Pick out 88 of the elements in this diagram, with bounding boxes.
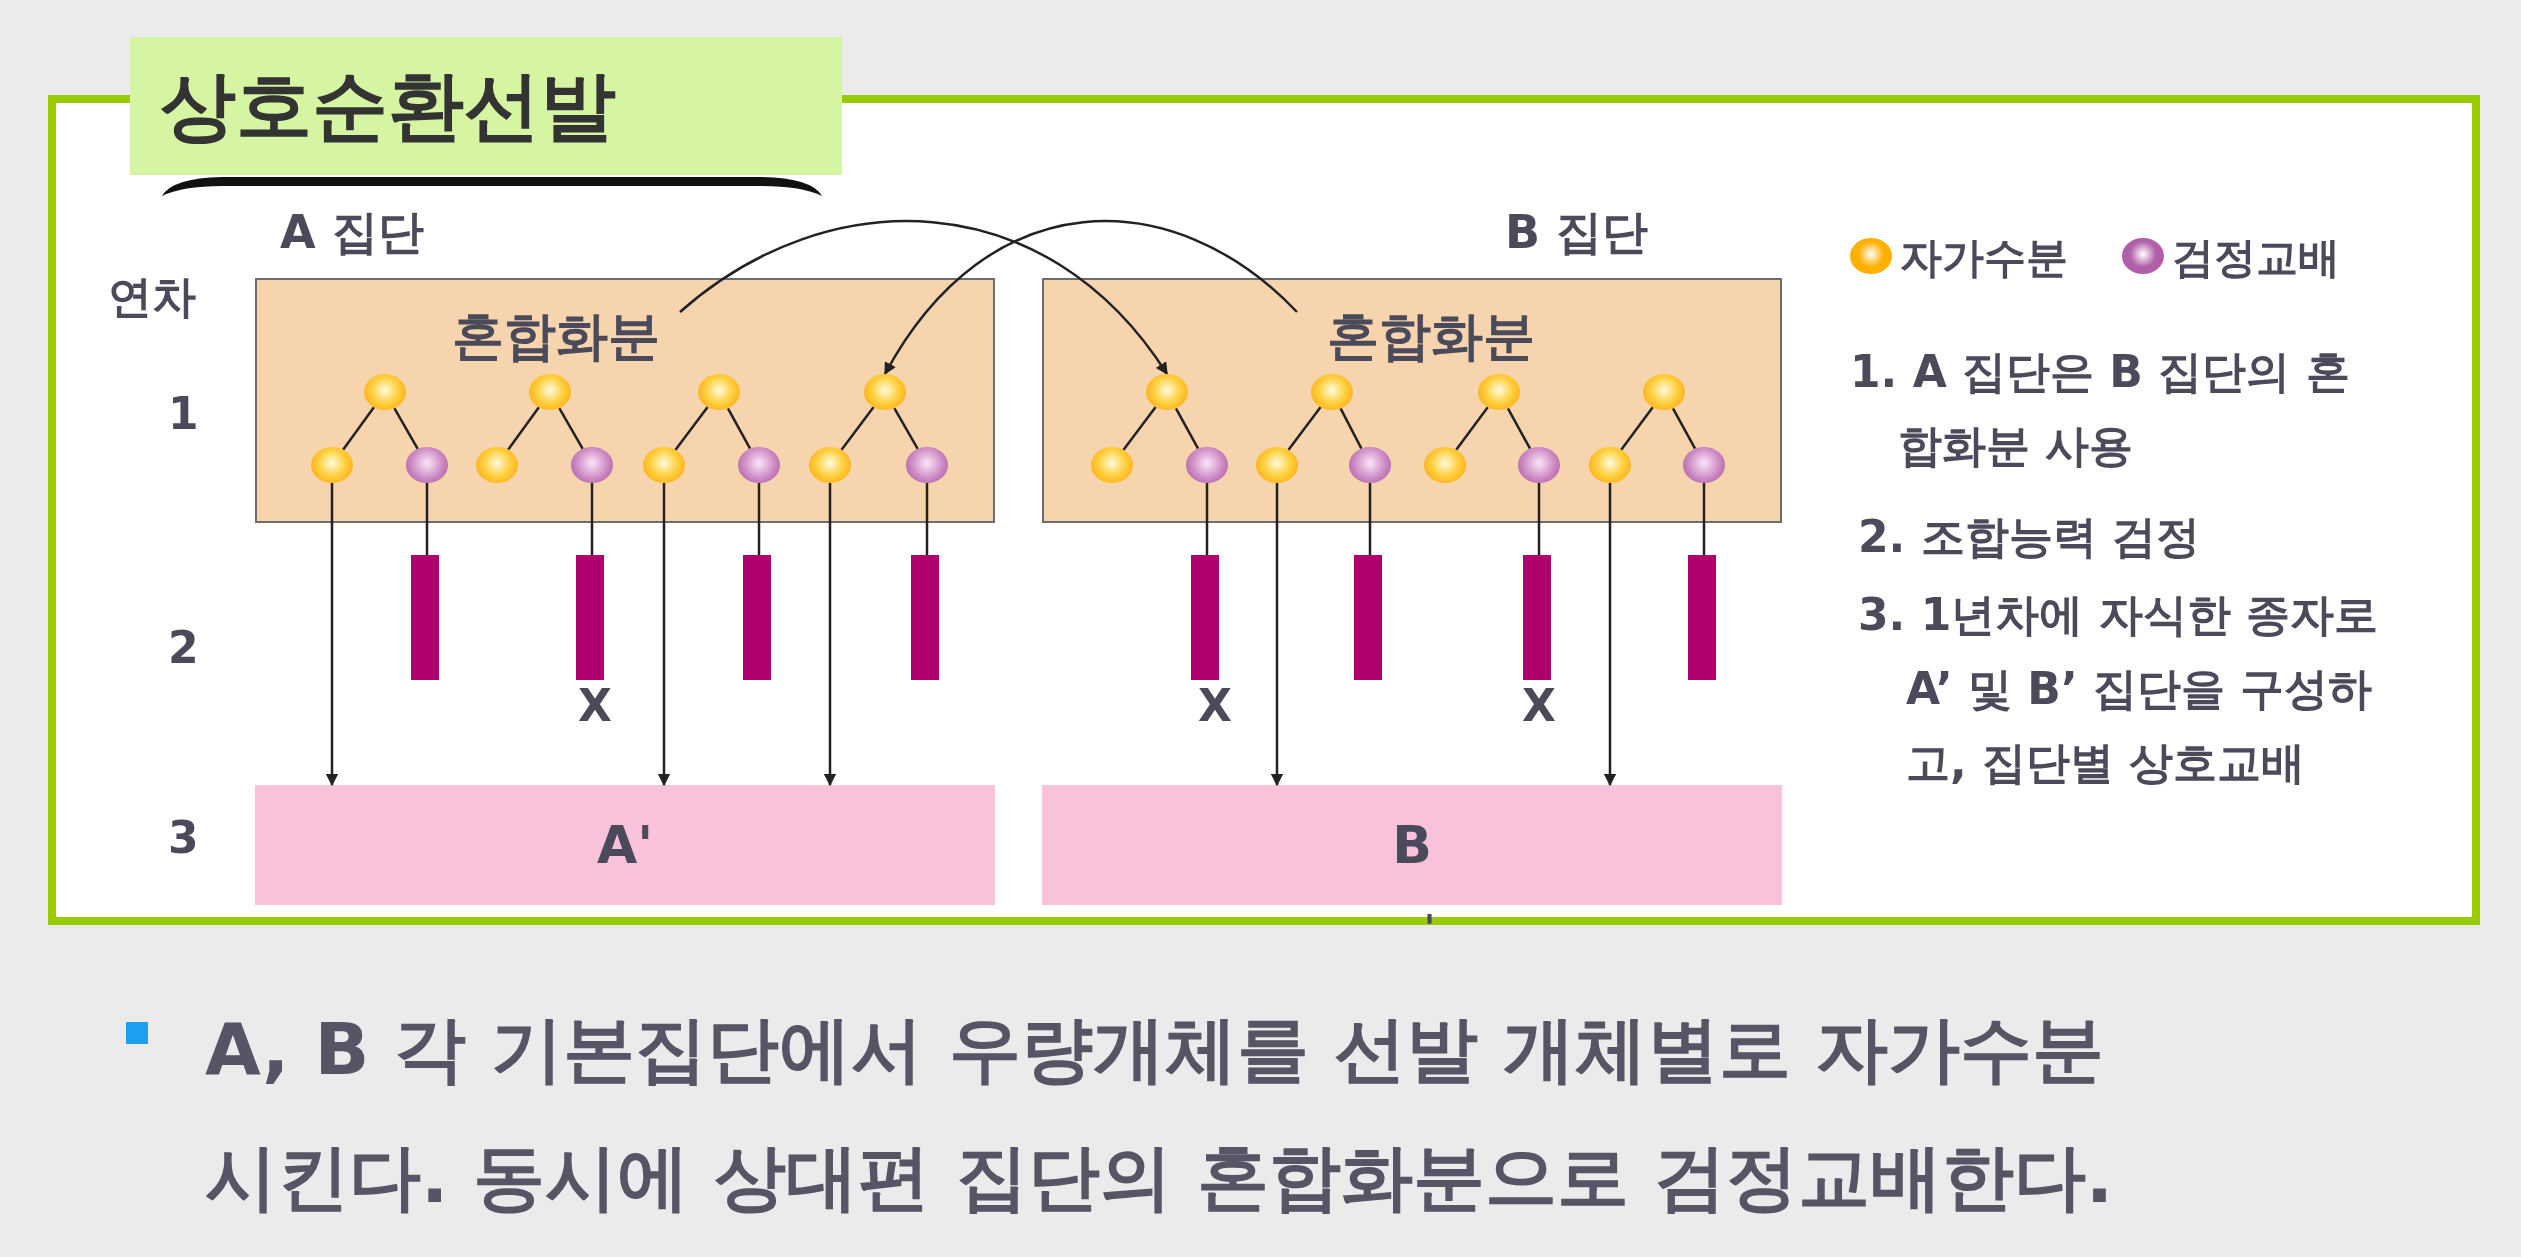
arrow <box>883 220 1298 376</box>
legend-label: 검정교배 <box>2172 232 2340 284</box>
selfed-plant-circle <box>311 447 353 483</box>
selfed-plant-circle <box>476 447 518 483</box>
arrow <box>657 483 671 787</box>
population-box <box>1042 278 1782 523</box>
progeny-bar <box>1354 555 1382 680</box>
note-text: 2. 조합능력 검정 <box>1858 510 2201 564</box>
selfed-plant-circle <box>1424 447 1466 483</box>
selfed-plant-circle <box>698 374 740 410</box>
group-label: ' <box>1424 906 1436 950</box>
connector-line <box>1455 406 1489 451</box>
note-text: 3. 1년차에 자식한 종자로 A’ 및 B’ 집단을 구성하고, 집단별 상호교배 <box>1858 588 2379 790</box>
new-population-box <box>255 785 995 905</box>
connector-line <box>1205 483 1209 555</box>
connector-line <box>1702 483 1706 555</box>
group-label: B 집단 <box>1505 205 1649 261</box>
selfed-plant-circle <box>643 447 685 483</box>
testcross-plant-circle <box>738 447 780 483</box>
connector-line <box>393 407 419 450</box>
testcross-plant-circle <box>1186 447 1228 483</box>
connector-line <box>342 406 375 451</box>
connector-line <box>558 407 584 450</box>
testcross-plant-circle <box>571 447 613 483</box>
testcross-plant-circle <box>1683 447 1725 483</box>
selfed-plant-circle <box>1589 447 1631 483</box>
connector-line <box>425 483 429 555</box>
new-population-box <box>1042 785 1782 905</box>
progeny-bar <box>911 555 939 680</box>
connector-line <box>757 483 761 555</box>
box-label: A' <box>595 814 655 877</box>
selfed-plant-circle <box>1091 447 1133 483</box>
arrow <box>1603 483 1617 787</box>
caption-text: A, B 각 기본집단에서 우량개체를 선발 개체별로 자가수분 시킨다. 동시에 상대편 집단의 혼합화분으로 검정교배한다. <box>205 1006 2115 1221</box>
connector-line <box>893 407 919 450</box>
arrow <box>679 220 1168 375</box>
group-label: A 집단 <box>280 205 424 261</box>
progeny-bar <box>1688 555 1716 680</box>
row-number: 3 <box>168 812 199 863</box>
arrow <box>823 483 837 787</box>
box-label: 혼합화분 <box>1327 305 1535 368</box>
selfed-plant-circle <box>1146 374 1188 410</box>
testcross-plant-circle <box>1518 447 1560 483</box>
connector-line <box>1537 483 1541 555</box>
title-text: 상호순환선발 <box>160 61 616 150</box>
connector-line <box>1368 483 1372 555</box>
note-text: 1. A 집단은 B 집단의 혼합화분 사용 <box>1850 345 2351 473</box>
arrow <box>1270 483 1284 787</box>
connector-line <box>925 483 929 555</box>
connector-line <box>1287 406 1322 451</box>
selfed-plant-circle <box>1311 374 1353 410</box>
row-number: 1 <box>168 388 199 439</box>
connector-line <box>1506 407 1532 450</box>
connector-line <box>1122 406 1157 451</box>
row-number: 2 <box>168 622 199 673</box>
testcross-plant-circle <box>1349 447 1391 483</box>
box-label: 혼합화분 <box>452 305 660 368</box>
progeny-bar <box>576 555 604 680</box>
connector-line <box>1174 407 1200 450</box>
cross-mark: X <box>1198 680 1232 731</box>
selfed-plant-circle <box>1478 374 1520 410</box>
selfed-plant-circle <box>864 374 906 410</box>
connector-line <box>674 406 709 451</box>
cross-mark: X <box>1522 680 1556 731</box>
selfed-plant-circle <box>529 374 571 410</box>
testcross-plant-circle <box>906 447 948 483</box>
connector-line <box>1671 407 1697 450</box>
progeny-bar <box>411 555 439 680</box>
connector-line <box>507 406 540 451</box>
connector-line <box>590 483 594 555</box>
connector-line <box>726 407 752 450</box>
cross-mark: X <box>578 680 612 731</box>
connector-line <box>840 406 875 451</box>
connector-line <box>1620 406 1654 451</box>
arrow <box>325 483 339 787</box>
testcross-plant-circle <box>406 447 448 483</box>
selfed-plant-circle <box>809 447 851 483</box>
population-box <box>255 278 995 523</box>
connector-line <box>1339 407 1363 450</box>
box-label: B <box>1391 814 1433 877</box>
selfed-plant-circle <box>1256 447 1298 483</box>
progeny-bar <box>743 555 771 680</box>
legend-label: 자가수분 <box>1900 232 2068 284</box>
selfed-plant-circle <box>364 374 406 410</box>
progeny-bar <box>1191 555 1219 680</box>
progeny-bar <box>1523 555 1551 680</box>
year-heading: 연차 <box>108 270 196 324</box>
selfed-plant-circle <box>1643 374 1685 410</box>
